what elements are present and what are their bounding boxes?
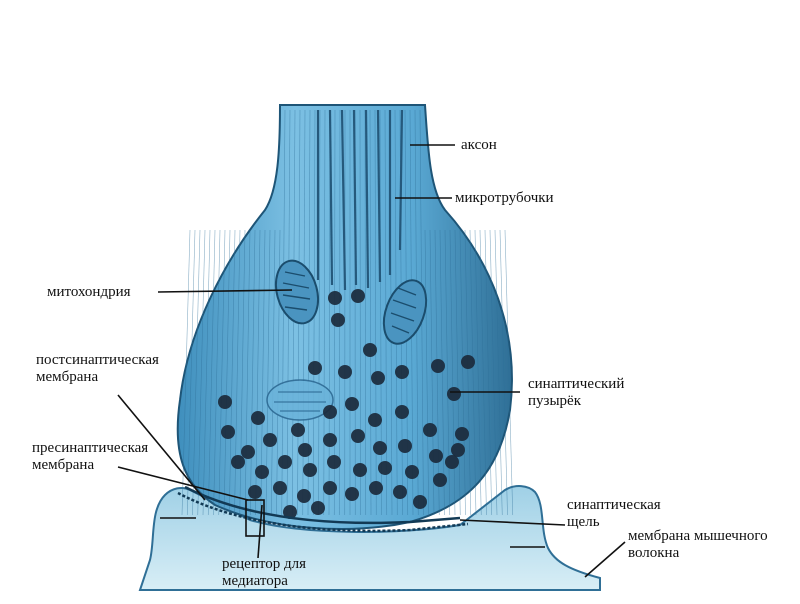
vesicle [373, 441, 387, 455]
vesicle [297, 489, 311, 503]
vesicle [447, 387, 461, 401]
vesicle [461, 355, 475, 369]
vesicle [445, 455, 459, 469]
label-cleft-line1: синаптическая [567, 497, 661, 514]
vesicle [351, 429, 365, 443]
vesicle [323, 433, 337, 447]
label-vesicle-line2: пузырёк [528, 393, 624, 410]
vesicle [351, 289, 365, 303]
label-presynaptic-line1: пресинаптическая [32, 440, 148, 457]
vesicle [323, 481, 337, 495]
label-presynaptic-membrane: пресинаптическая мембрана [32, 440, 148, 474]
vesicle [363, 343, 377, 357]
vesicle [327, 455, 341, 469]
vesicle [345, 487, 359, 501]
vesicle [328, 291, 342, 305]
mitochondrion-lower [267, 380, 333, 420]
vesicle [303, 463, 317, 477]
vesicle [423, 423, 437, 437]
vesicle [393, 485, 407, 499]
vesicle [433, 473, 447, 487]
vesicle [405, 465, 419, 479]
label-synaptic-cleft: синаптическая щель [567, 497, 661, 531]
vesicle [395, 405, 409, 419]
label-presynaptic-line2: мембрана [32, 457, 148, 474]
vesicle [248, 485, 262, 499]
vesicle [369, 481, 383, 495]
label-mitochondria: митохондрия [47, 284, 131, 301]
vesicle [308, 361, 322, 375]
label-postsynaptic-line1: постсинаптическая [36, 352, 159, 369]
vesicle [353, 463, 367, 477]
label-receptor-line2: медиатора [222, 573, 306, 590]
label-postsynaptic-line2: мембрана [36, 369, 159, 386]
vesicle [431, 359, 445, 373]
vesicle [273, 481, 287, 495]
label-muscle-membrane: мембрана мышечного волокна [628, 528, 768, 562]
vesicle [413, 495, 427, 509]
vesicle [218, 395, 232, 409]
vesicle [263, 433, 277, 447]
label-mediator-receptor: рецептор для медиатора [222, 556, 306, 590]
vesicle [311, 501, 325, 515]
label-muscle-line2: волокна [628, 545, 768, 562]
vesicle [429, 449, 443, 463]
label-muscle-line1: мембрана мышечного [628, 528, 768, 545]
vesicle [368, 413, 382, 427]
vesicle [451, 443, 465, 457]
vesicle [278, 455, 292, 469]
vesicle [241, 445, 255, 459]
vesicle [255, 465, 269, 479]
vesicle [398, 439, 412, 453]
vesicle [291, 423, 305, 437]
label-postsynaptic-membrane: постсинаптическая мембрана [36, 352, 159, 386]
vesicle [345, 397, 359, 411]
vesicle [323, 405, 337, 419]
vesicle [378, 461, 392, 475]
vesicle [298, 443, 312, 457]
vesicle [395, 365, 409, 379]
label-receptor-line1: рецептор для [222, 556, 306, 573]
label-axon: аксон [461, 137, 497, 154]
vesicle [371, 371, 385, 385]
label-vesicle-line1: синаптический [528, 376, 624, 393]
vesicle [251, 411, 265, 425]
vesicle [221, 425, 235, 439]
vesicle [338, 365, 352, 379]
vesicle [455, 427, 469, 441]
vesicle [231, 455, 245, 469]
label-microtubules: микротрубочки [455, 190, 554, 207]
label-synaptic-vesicle: синаптический пузырёк [528, 376, 624, 410]
vesicle [331, 313, 345, 327]
